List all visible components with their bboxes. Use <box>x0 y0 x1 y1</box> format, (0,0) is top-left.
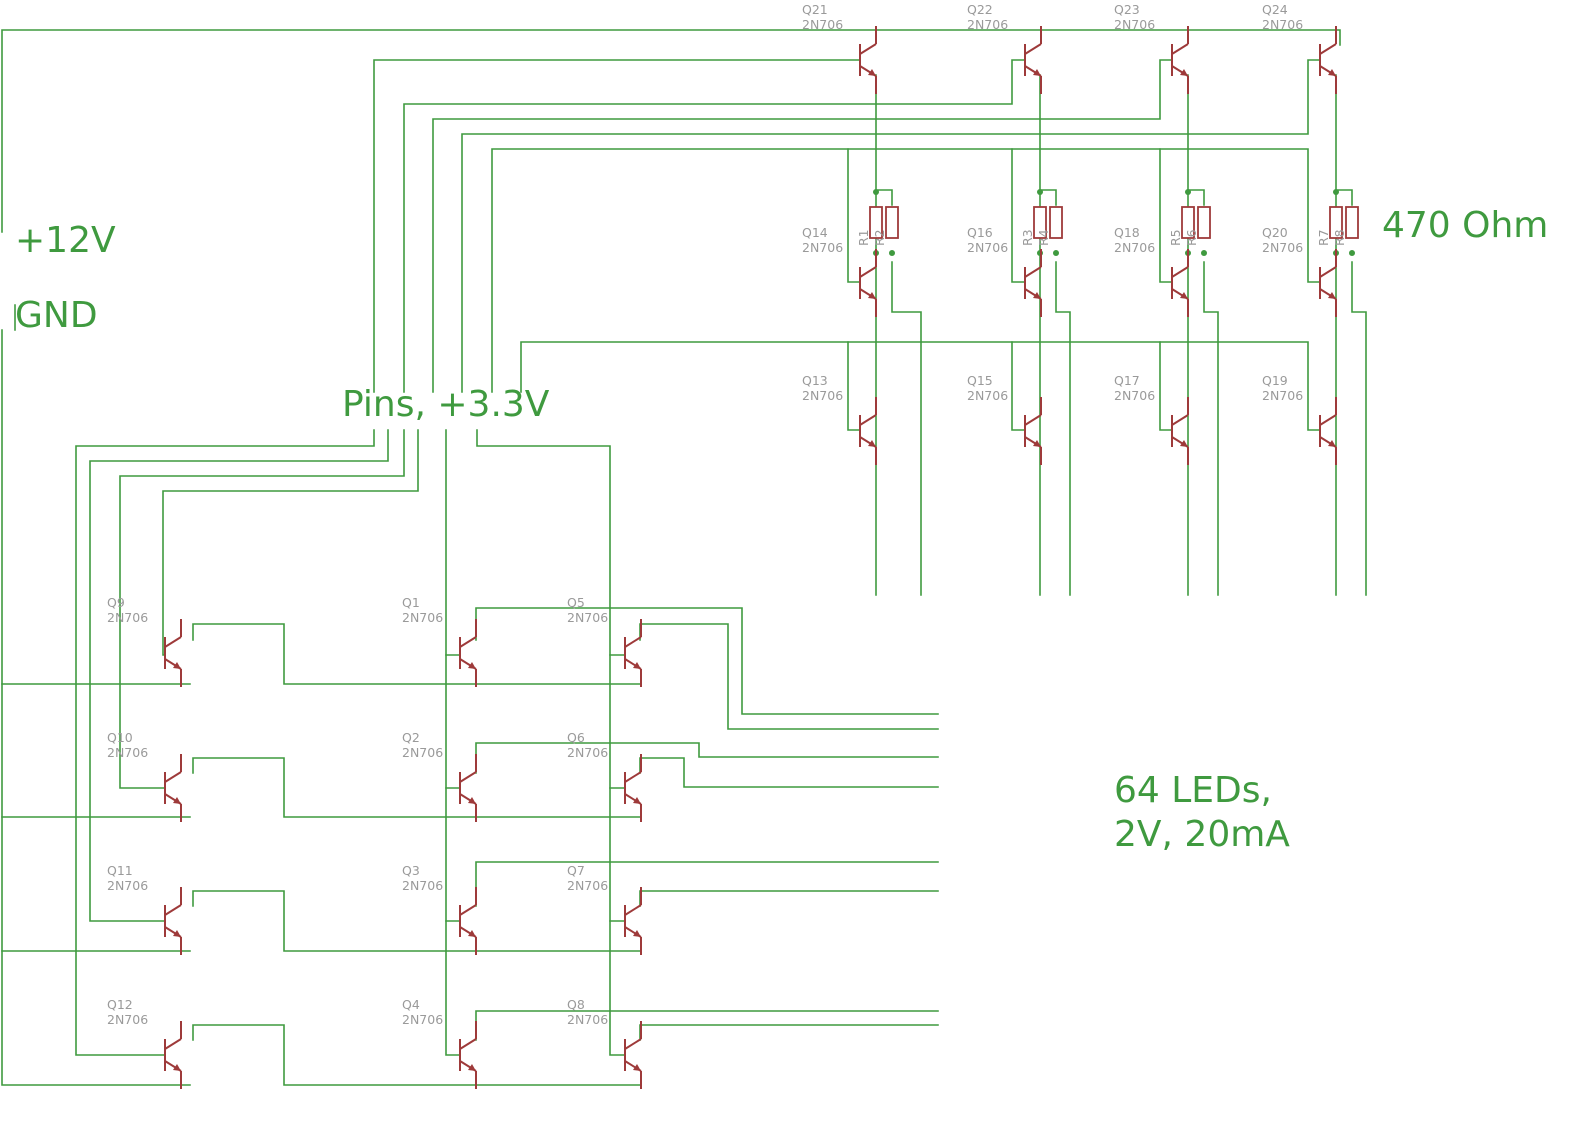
resistor-name-r2: R2 <box>872 229 887 246</box>
resistor-name-r3: R3 <box>1020 229 1035 246</box>
transistor-name-q16: Q16 <box>967 225 993 240</box>
transistor-type-q12: 2N706 <box>107 1012 148 1027</box>
transistor-name-q8: Q8 <box>567 997 585 1012</box>
transistor-name-q23: Q23 <box>1114 2 1140 17</box>
resistor-r4: R4 <box>1036 206 1063 246</box>
resistor-value-label: 470 Ohm <box>1382 205 1548 246</box>
transistor-name-q13: Q13 <box>802 373 828 388</box>
pins-label: Pins, +3.3V <box>342 384 550 425</box>
transistor-name-q12: Q12 <box>107 997 133 1012</box>
transistor-name-q5: Q5 <box>567 595 585 610</box>
leds-label-line2: 2V, 20mA <box>1114 814 1290 855</box>
transistor-type-q7: 2N706 <box>567 878 608 893</box>
transistor-name-q10: Q10 <box>107 730 133 745</box>
transistor-name-q17: Q17 <box>1114 373 1140 388</box>
transistor-type-q11: 2N706 <box>107 878 148 893</box>
resistor-r7: R7 <box>1316 206 1343 246</box>
transistor-name-q6: Q6 <box>567 730 585 745</box>
transistor-name-q1: Q1 <box>402 595 420 610</box>
gnd-label: GND <box>15 295 98 336</box>
transistor-type-q5: 2N706 <box>567 610 608 625</box>
transistor-name-q18: Q18 <box>1114 225 1140 240</box>
transistor-name-q9: Q9 <box>107 595 125 610</box>
transistor-name-q15: Q15 <box>967 373 993 388</box>
transistor-type-q17: 2N706 <box>1114 388 1155 403</box>
transistor-type-q18: 2N706 <box>1114 240 1155 255</box>
resistor-name-r6: R6 <box>1184 229 1199 246</box>
resistor-r5: R5 <box>1168 206 1195 246</box>
transistor-name-q11: Q11 <box>107 863 133 878</box>
transistor-type-q9: 2N706 <box>107 610 148 625</box>
transistor-name-q7: Q7 <box>567 863 585 878</box>
transistor-type-q6: 2N706 <box>567 745 608 760</box>
transistor-type-q1: 2N706 <box>402 610 443 625</box>
transistor-type-q10: 2N706 <box>107 745 148 760</box>
transistor-type-q8: 2N706 <box>567 1012 608 1027</box>
supply-12v-label: +12V <box>15 220 116 261</box>
transistor-type-q3: 2N706 <box>402 878 443 893</box>
transistor-name-q24: Q24 <box>1262 2 1288 17</box>
resistor-r8: R8 <box>1332 206 1359 246</box>
transistor-name-q3: Q3 <box>402 863 420 878</box>
transistor-type-q14: 2N706 <box>802 240 843 255</box>
transistors: Q212N706Q222N706Q232N706Q242N706Q142N706… <box>107 2 1337 1089</box>
transistor-type-q4: 2N706 <box>402 1012 443 1027</box>
transistor-name-q4: Q4 <box>402 997 420 1012</box>
transistor-type-q20: 2N706 <box>1262 240 1303 255</box>
transistor-type-q15: 2N706 <box>967 388 1008 403</box>
transistor-type-q23: 2N706 <box>1114 17 1155 32</box>
resistor-name-r7: R7 <box>1316 229 1331 246</box>
transistor-type-q13: 2N706 <box>802 388 843 403</box>
transistor-type-q22: 2N706 <box>967 17 1008 32</box>
resistor-r1: R1 <box>856 206 883 246</box>
transistor-type-q21: 2N706 <box>802 17 843 32</box>
transistor-type-q19: 2N706 <box>1262 388 1303 403</box>
resistor-name-r5: R5 <box>1168 229 1183 246</box>
transistor-name-q14: Q14 <box>802 225 828 240</box>
transistor-name-q19: Q19 <box>1262 373 1288 388</box>
resistor-r3: R3 <box>1020 206 1047 246</box>
transistor-type-q16: 2N706 <box>967 240 1008 255</box>
transistor-name-q21: Q21 <box>802 2 828 17</box>
wires <box>1 29 1367 1086</box>
resistor-name-r4: R4 <box>1036 229 1051 246</box>
resistor-r6: R6 <box>1184 206 1211 246</box>
resistor-name-r8: R8 <box>1332 229 1347 246</box>
leds-label-line1: 64 LEDs, <box>1114 770 1272 811</box>
resistor-name-r1: R1 <box>856 229 871 246</box>
resistor-r2: R2 <box>872 206 899 246</box>
transistor-name-q2: Q2 <box>402 730 420 745</box>
transistor-type-q2: 2N706 <box>402 745 443 760</box>
transistor-type-q24: 2N706 <box>1262 17 1303 32</box>
transistor-name-q22: Q22 <box>967 2 993 17</box>
transistor-name-q20: Q20 <box>1262 225 1288 240</box>
